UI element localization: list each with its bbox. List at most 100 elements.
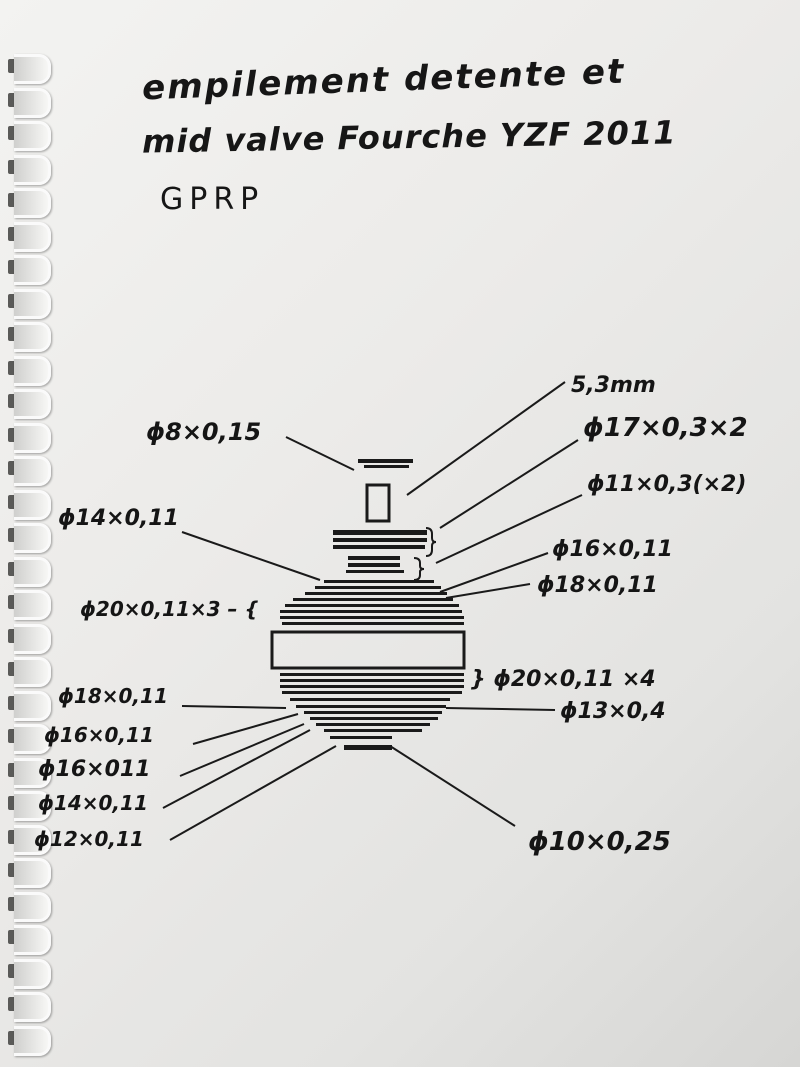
- binding-hole: [8, 260, 17, 274]
- binding-ring: [14, 489, 51, 520]
- binding-ring: [14, 757, 51, 788]
- binding-ring: [14, 858, 51, 888]
- label-d13: ϕ13×0,4: [560, 699, 666, 724]
- binding-ring: [14, 623, 51, 654]
- shim-20-a: [293, 598, 453, 601]
- shim-20-c: [280, 610, 462, 613]
- leader-8: [285, 436, 355, 471]
- binding-ring: [14, 255, 51, 285]
- shim-13: [290, 698, 450, 701]
- shim-20-d: [280, 616, 464, 619]
- binding-hole: [8, 561, 17, 576]
- label-d17: ϕ17×0,3×2: [583, 413, 748, 443]
- spiral-binding-icon: [0, 0, 60, 1067]
- shim-18-bot: [296, 705, 446, 708]
- label-d20x3: ϕ20×0,11×3 – {: [80, 597, 259, 621]
- binding-ring: [14, 925, 51, 955]
- binding-hole: [8, 896, 17, 911]
- binding-hole: [8, 461, 17, 475]
- shim-20-g: [280, 679, 464, 682]
- top-cap-shim: [358, 459, 413, 463]
- binding-hole: [8, 662, 17, 676]
- binding-ring: [14, 456, 51, 486]
- leader-16-bot-b: [179, 723, 305, 777]
- binding-hole: [8, 293, 17, 308]
- leader-lines: [162, 381, 583, 841]
- leader-53: [406, 381, 566, 496]
- binding-ring: [14, 87, 51, 118]
- binding-hole: [8, 997, 17, 1011]
- shim-small: [330, 736, 392, 739]
- shim-17-b: [333, 538, 427, 542]
- leader-16-top: [439, 552, 549, 593]
- binding-hole: [8, 930, 17, 944]
- shim-17-a: [333, 530, 427, 535]
- binding-ring: [14, 221, 51, 252]
- binding-ring: [14, 891, 51, 922]
- binding-ring: [14, 322, 51, 352]
- label-d14-bot: ϕ14×0,11: [38, 791, 148, 815]
- binding-ring: [14, 121, 51, 151]
- binding-hole: [8, 796, 17, 810]
- binding-ring: [14, 188, 51, 218]
- binding-hole: [8, 729, 17, 743]
- binding-ring: [14, 523, 51, 553]
- leader-16-bot-a: [192, 713, 299, 745]
- leader-14-top: [181, 531, 321, 581]
- binding-hole: [8, 394, 17, 408]
- piston: [270, 630, 466, 670]
- binding-hole: [8, 193, 17, 207]
- shim-14-bot: [316, 723, 430, 726]
- leader-11: [435, 494, 583, 564]
- binding-ring: [14, 791, 51, 821]
- bracket-11: [413, 557, 425, 581]
- leader-10: [389, 745, 516, 827]
- binding-hole: [8, 92, 17, 107]
- binding-ring: [14, 355, 51, 386]
- shim-11-a: [348, 556, 400, 560]
- binding-hole: [8, 126, 17, 140]
- shim-20-i: [282, 691, 462, 694]
- binding-ring: [14, 154, 51, 185]
- leader-18-top: [445, 583, 531, 599]
- title-block: empilement detente et mid valve Fourche …: [0, 0, 800, 230]
- binding-ring: [14, 389, 51, 419]
- label-d14-top: ϕ14×0,11: [58, 506, 179, 531]
- binding-ring: [14, 690, 51, 721]
- binding-hole: [8, 528, 17, 542]
- valve-rod: [365, 483, 391, 523]
- binding-hole: [8, 695, 17, 710]
- binding-ring: [14, 824, 51, 855]
- label-5-3mm: 5,3mm: [571, 373, 656, 398]
- shim-16-top: [315, 586, 441, 589]
- label-d8: ϕ8×0,15: [146, 418, 261, 446]
- bracket-17: [425, 527, 437, 557]
- shim-18-top: [305, 592, 447, 595]
- binding-hole: [8, 628, 17, 643]
- label-d16-bot-a: ϕ16×0,11: [44, 723, 154, 747]
- label-d11: ϕ11×0,3(×2): [587, 472, 746, 497]
- leader-14-bot: [162, 729, 311, 809]
- binding-hole: [8, 863, 17, 877]
- binding-ring: [14, 958, 51, 989]
- label-d10: ϕ10×0,25: [528, 827, 671, 857]
- label-d16-top: ϕ16×0,11: [552, 537, 673, 562]
- label-d20x4: } ϕ20×0,11 ×4: [470, 667, 656, 692]
- binding-hole: [8, 327, 17, 341]
- brackets: [413, 527, 437, 581]
- binding-ring: [14, 657, 51, 687]
- top-cap-shim-2: [364, 465, 409, 468]
- binding-ring: [14, 556, 51, 587]
- binding-ring: [14, 54, 51, 84]
- binding-hole: [8, 159, 17, 174]
- label-d16-bot-b: ϕ16×011: [38, 757, 151, 782]
- binding-hole: [8, 427, 17, 442]
- shim-20-b: [285, 604, 459, 607]
- binding-ring: [14, 288, 51, 319]
- leader-12: [169, 745, 337, 841]
- shim-10: [344, 745, 392, 750]
- leader-18-bot: [181, 705, 287, 709]
- shim-stack-icon: [270, 459, 466, 750]
- shim-11-c: [346, 570, 404, 573]
